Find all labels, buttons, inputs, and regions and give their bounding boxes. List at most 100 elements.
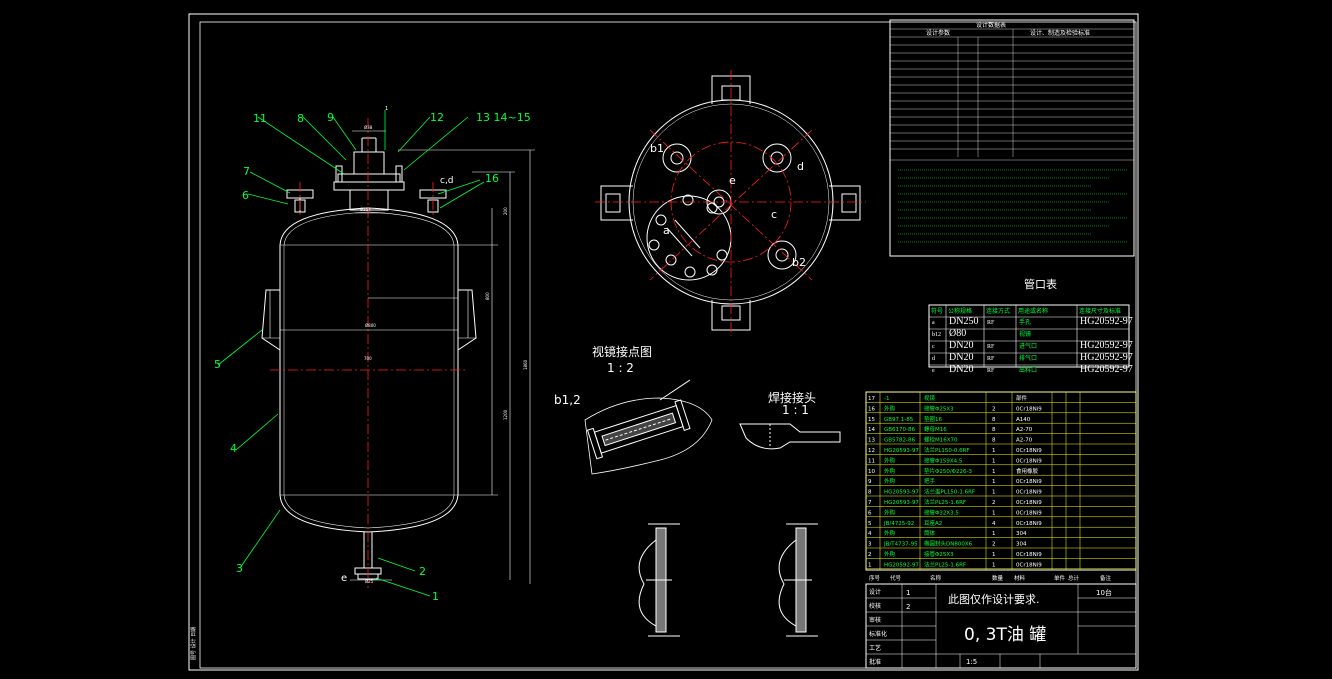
tb-value-2: 2 — [906, 603, 910, 611]
bom-cell: 1 — [992, 458, 996, 464]
svg-text:1200: 1200 — [503, 409, 508, 420]
bom-cell: 1 — [992, 479, 996, 485]
bom-cell: 食用橡胶 — [1016, 467, 1039, 475]
bom-cell: 0Cr18Ni9 — [1016, 406, 1042, 412]
nozzle-header: 连接尺寸及标准 — [1079, 307, 1121, 315]
bom-cell: 部件 — [1016, 394, 1028, 402]
bom-cell: 把手 — [924, 477, 936, 485]
bom-cell: 外购 — [884, 404, 896, 412]
bom-cell: GB5782-86 — [884, 438, 916, 444]
bom-cell: GB6170-86 — [884, 427, 916, 433]
bom-cell: A140 — [1016, 417, 1031, 423]
nozzle-cell: b12 — [932, 332, 941, 338]
plan-label-b1: b1 — [650, 142, 664, 155]
bom-cell: 0Cr18Ni9 — [1016, 458, 1042, 464]
bom-header: 数量 — [992, 574, 1004, 582]
bom-cell: 2 — [992, 406, 996, 412]
dim-texts: Ø38 Ø254 Ø800 700 Ø25 1860 200 1200 800 — [360, 125, 528, 584]
bom-cell: 外购 — [884, 529, 896, 537]
bom-cell: 筒体 — [924, 529, 936, 537]
balloon-2: 2 — [419, 565, 426, 578]
bom-cell: 外购 — [884, 456, 896, 464]
bom-cell: 0Cr18Ni9 — [1016, 521, 1042, 527]
bom-cell: 16 — [868, 406, 875, 412]
balloon-3: 3 — [236, 562, 243, 575]
balloon-7: 7 — [243, 165, 250, 178]
vessel-dimensions — [280, 130, 535, 584]
balloon-16: 16 — [485, 172, 499, 185]
bom-cell: 1 — [992, 510, 996, 516]
title-block-label: 工艺 — [869, 644, 881, 652]
weld-detail — [739, 423, 841, 450]
plan-label-c: c — [771, 208, 777, 221]
bom-cell: 10 — [868, 469, 875, 475]
bom-cell: 外购 — [884, 508, 896, 516]
nozzle-cell: 出料口 — [1019, 366, 1037, 374]
nozzle-header: 符号 — [931, 307, 943, 315]
bom-cell: 7 — [868, 500, 872, 506]
bom-cell: 椭圆封头DN800X6 — [924, 540, 973, 548]
bom-cell: 8 — [992, 438, 996, 444]
bom-cell: 0Cr18Ni9 — [1016, 479, 1042, 485]
bom-cell: 8 — [992, 417, 996, 423]
svg-text:700: 700 — [364, 356, 372, 361]
nozzle-table-title: 管口表 — [1024, 277, 1057, 291]
balloon-cd: c,d — [440, 176, 454, 186]
design-data-title: 设计数据表 — [976, 21, 1006, 29]
balloon-1-top: 1 — [385, 106, 388, 112]
bom-cell: 螺母M16 — [924, 425, 947, 433]
svg-text:800: 800 — [485, 292, 490, 300]
nozzle-cell: 手孔 — [1019, 318, 1031, 326]
sight-glass-detail — [584, 379, 713, 475]
sight-glass-title: 视镜接点图 — [592, 344, 652, 359]
title-block-label: 批准 — [869, 658, 881, 666]
bom-cell: 304 — [1016, 531, 1027, 537]
nozzle-cell: 排气口 — [1019, 354, 1037, 362]
bom-cell: 17 — [868, 396, 875, 402]
bom-cell: 0Cr18Ni9 — [1016, 500, 1042, 506]
bom-cell: 接管Φ159X4.5 — [924, 456, 963, 464]
bom-cell: 视镜 — [924, 394, 936, 402]
bom-cell: 1 — [992, 562, 996, 568]
bom-cell: 14 — [868, 427, 875, 433]
title-block-label: 设计 — [869, 588, 881, 596]
bom-cell: 0Cr18Ni9 — [1016, 552, 1042, 558]
bom-cell: 0Cr18Ni9 — [1016, 562, 1042, 568]
title-block-label: 校核 — [869, 602, 881, 610]
nozzle-cell: RF — [987, 344, 995, 350]
bom-cell: 垫片Φ250/Φ226-3 — [924, 467, 972, 475]
weld-sections — [638, 523, 818, 637]
bom-cell: 9 — [868, 479, 872, 485]
bom-cell: 法兰PL150-0.6RF — [924, 446, 970, 454]
balloon-12: 12 — [430, 111, 444, 124]
nozzle-cell: e — [932, 368, 935, 374]
bom-cell: 3 — [868, 542, 872, 548]
bom-cell: 4 — [868, 531, 872, 537]
nozzle-cell: DN20 — [949, 340, 973, 351]
bom-cell: 8 — [868, 490, 872, 496]
bom-cell: 1 — [992, 552, 996, 558]
bom-cell: 接管Φ32X3.5 — [924, 508, 959, 516]
bom-cell: 5 — [868, 521, 872, 527]
nozzle-cell: RF — [987, 320, 995, 326]
design-data-col-left: 设计参数 — [926, 29, 950, 37]
bom-cell: 13 — [868, 438, 875, 444]
bom-cell: HG20593-97 — [884, 448, 919, 454]
svg-text:Ø800: Ø800 — [365, 323, 376, 328]
bom-cell: 螺栓M16X70 — [924, 436, 958, 444]
bom-cell: HG20592-97 — [884, 562, 919, 568]
bom-cell: 外购 — [884, 550, 896, 558]
svg-text:200: 200 — [503, 207, 508, 215]
plan-labels: a b1 b2 c d e — [650, 142, 806, 269]
balloon-8: 8 — [297, 112, 304, 125]
bom-cell: 8 — [992, 427, 996, 433]
title-block-label: 审核 — [869, 616, 881, 624]
callout-e: e — [341, 573, 347, 584]
balloon-leaders — [217, 110, 485, 597]
scale-value: 1:5 — [966, 658, 977, 666]
bom-cell: 2 — [992, 542, 996, 548]
bom-cell: JB/T4737-95 — [883, 542, 918, 548]
bom-cell: 2 — [868, 552, 872, 558]
